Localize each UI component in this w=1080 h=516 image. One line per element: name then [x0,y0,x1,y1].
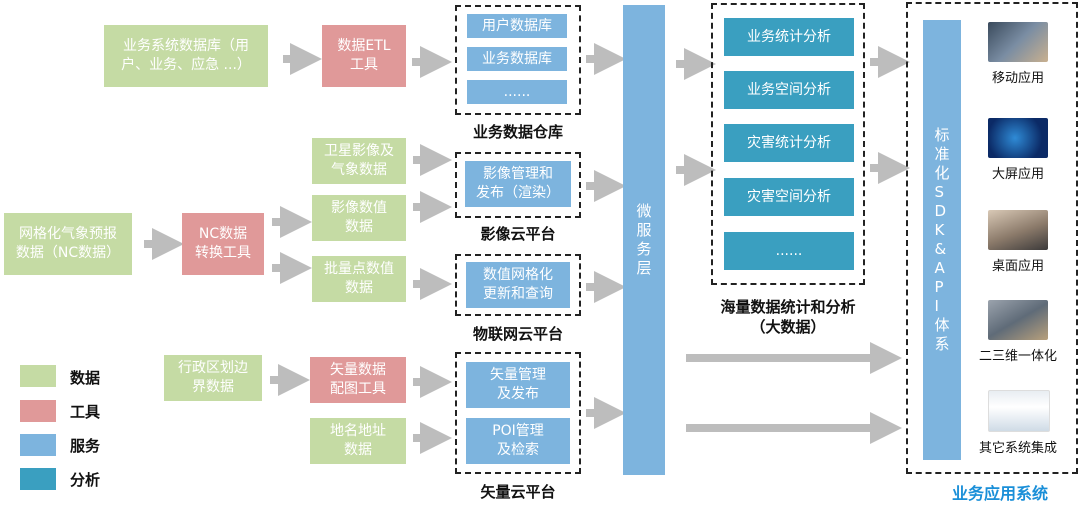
warehouse-item-more: ...... [467,80,567,104]
analysis-group [711,3,865,285]
vertical-char: 务 [636,240,652,258]
vertical-char: 微 [636,202,652,220]
vertical-char: & [934,240,947,258]
vertical-char: 层 [636,259,652,277]
vector-cloud-item-vector: 矢量管理 及发布 [466,362,570,408]
vertical-char: 准 [934,145,950,163]
vector-tool-box: 矢量数据 配图工具 [310,357,406,403]
analysis-item-biz-spatial: 业务空间分析 [724,71,854,109]
vertical-char: S [934,183,945,201]
batch-points-box: 批量点数值 数据 [312,256,406,302]
2d3d-app-image [988,300,1048,340]
legend-tool-swatch [20,400,56,422]
image-cloud-item: 影像管理和 发布（渲染） [465,161,571,207]
vertical-char: I [934,297,939,315]
big-screen-app-image [988,118,1048,158]
vertical-char: 标 [934,126,950,144]
grid-forecast-box: 网格化气象预报 数据（NC数据） [4,213,132,275]
vertical-char: A [934,259,945,277]
legend-data-swatch [20,365,56,387]
micro-service-layer: 微服务层 [623,5,665,475]
app-label-big-screen: 大屏应用 [991,167,1044,182]
apps-title: 业务应用系统 [951,484,1048,503]
vertical-char: P [934,278,944,296]
iot-cloud-group [455,254,581,316]
vertical-char: D [934,202,947,220]
app-label-integration: 其它系统集成 [978,441,1057,456]
iot-cloud-label: 物联网云平台 [472,325,563,343]
vertical-char: 服 [636,221,652,239]
place-address-box: 地名地址 数据 [310,418,406,464]
etl-tool-box: 数据ETL 工具 [322,25,406,87]
warehouse-item-user-db: 用户数据库 [467,14,567,38]
iot-cloud-item: 数值网格化 更新和查询 [466,262,570,308]
app-label-mobile: 移动应用 [991,71,1044,86]
vertical-char: 系 [934,335,950,353]
biz-db-box: 业务系统数据库（用 户、业务、应急 ...） [104,25,268,87]
legend-analysis-swatch [20,468,56,490]
warehouse-group [455,5,581,115]
legend-analysis-label: 分析 [70,471,101,489]
analysis-item-biz-stat: 业务统计分析 [724,18,854,56]
vertical-char: K [934,221,945,239]
vector-cloud-group [455,352,581,474]
vertical-char: 化 [934,164,950,182]
warehouse-label: 业务数据仓库 [472,123,563,141]
satellite-box: 卫星影像及 气象数据 [312,138,406,184]
mobile-app-image [988,22,1048,62]
analysis-item-more: ...... [724,232,854,270]
vertical-char: 体 [934,316,950,334]
analysis-item-disaster-stat: 灾害统计分析 [724,124,854,162]
desktop-app-image [988,210,1048,250]
analysis-item-disaster-spatial: 灾害空间分析 [724,178,854,216]
vector-cloud-item-poi: POI管理 及检索 [466,418,570,464]
vector-cloud-label: 矢量云平台 [480,483,556,501]
legend-service-label: 服务 [70,437,101,455]
nc-tool-box: NC数据 转换工具 [182,213,264,275]
apps-group [906,2,1078,474]
image-cloud-group [455,152,581,218]
app-label-2d3d: 二三维一体化 [978,349,1057,364]
warehouse-item-biz-db: 业务数据库 [467,47,567,71]
legend-service-swatch [20,434,56,456]
analysis-label: 海量数据统计和分析 （大数据） [720,298,856,336]
legend-data-label: 数据 [70,369,101,387]
legend-tool-label: 工具 [70,403,101,421]
admin-boundary-box: 行政区划边 界数据 [164,355,262,401]
micro-service-label: 微服务层 [636,202,651,278]
app-label-desktop: 桌面应用 [991,259,1044,274]
integration-app-image [988,390,1050,432]
image-value-box: 影像数值 数据 [312,195,406,241]
image-cloud-label: 影像云平台 [480,225,556,243]
